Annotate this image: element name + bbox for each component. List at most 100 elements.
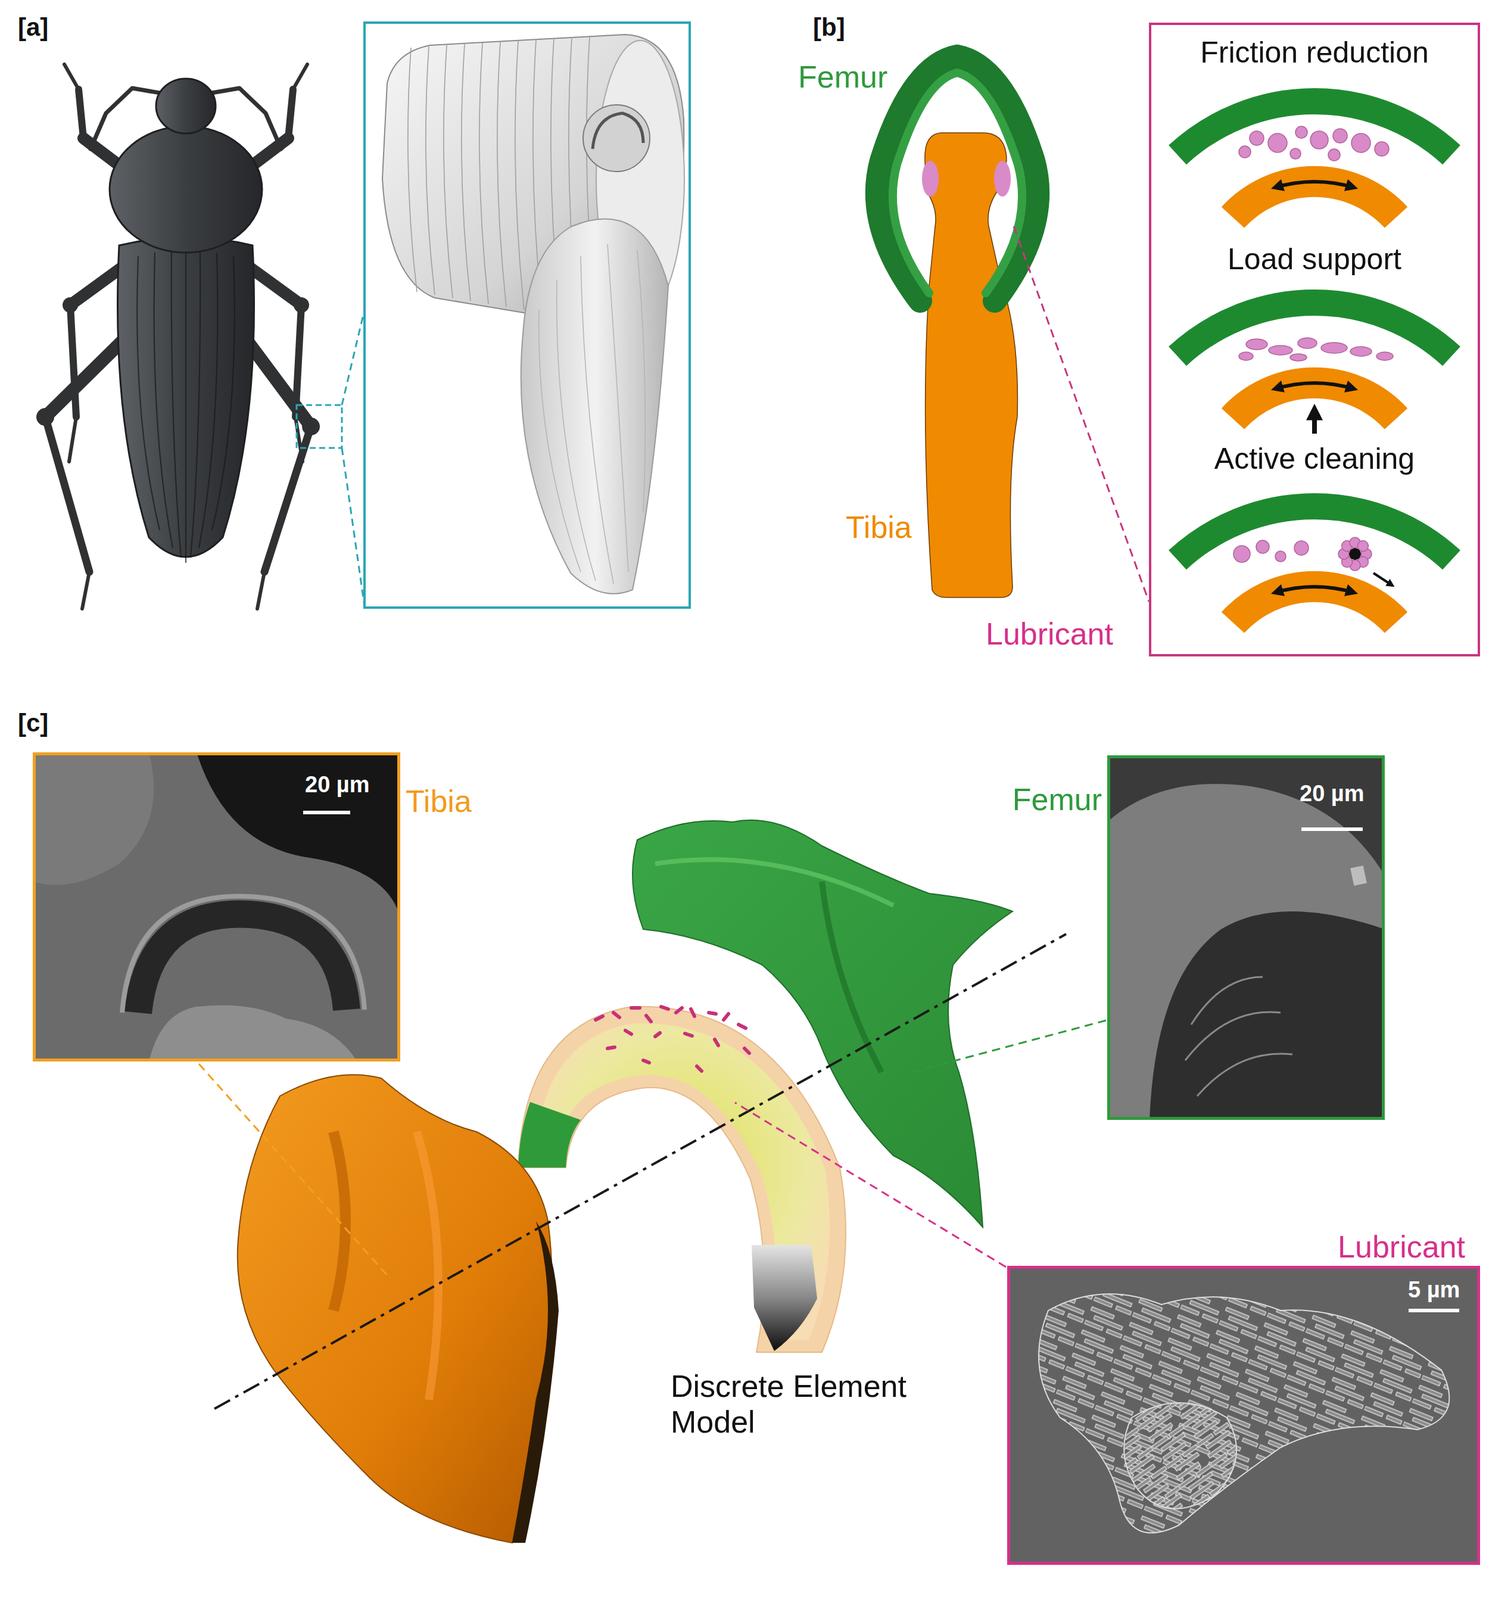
scale-bar-label: 20 µm [304, 771, 370, 799]
lubricant-particle [1245, 338, 1268, 350]
model-3d [198, 820, 1107, 1543]
barrel-ridge [425, 46, 435, 295]
sem-texture [1185, 976, 1293, 1096]
lubricant-particle [1275, 550, 1286, 562]
rotation-axis [214, 933, 1067, 1409]
zoom-leader [1013, 226, 1149, 602]
barrel-ridge [407, 47, 417, 292]
beetle-illustration [36, 64, 365, 609]
zoom-leader [341, 447, 365, 607]
sem-background [1107, 755, 1385, 1120]
part-label: Lubricant [985, 616, 1114, 653]
shaft-ridge [580, 256, 614, 584]
sem-surface [32, 752, 154, 886]
shaft-ridge [637, 250, 646, 513]
panel-letter: [c] [17, 708, 49, 738]
joint-socket [583, 104, 650, 172]
femur-arc [1177, 506, 1452, 560]
mechanism-panel: Friction reductionLoad supportActive cle… [1148, 22, 1481, 657]
tibia-ridge [416, 1131, 439, 1400]
sem-debris [148, 1005, 358, 1062]
beetle-knee [293, 297, 310, 313]
beetle-leg [45, 416, 90, 572]
lubricant-particle [1290, 148, 1301, 160]
beetle-leg [78, 89, 84, 139]
dome-femur-part [518, 1101, 581, 1168]
elytra-stria [212, 256, 235, 531]
sem-inset: Femur20 µm [1107, 755, 1385, 1120]
sliding-arrow [1274, 586, 1355, 593]
lubricant-particle [1249, 131, 1264, 146]
lubricant-particle [1268, 345, 1293, 355]
beetle-leg [82, 571, 90, 609]
schematic-femur-inner [892, 72, 1023, 294]
barrel-ridge [479, 42, 489, 304]
mechanism-diagrams [1177, 101, 1452, 623]
sem-debris [1350, 865, 1367, 886]
schematic-tibia [924, 132, 1018, 598]
lubricant-particle [1295, 126, 1308, 139]
lubricant-particle [1351, 133, 1371, 153]
shaft-ridge [539, 309, 581, 572]
scale-bar-label: 5 µm [1407, 1276, 1460, 1304]
femur-highlight [655, 859, 894, 906]
model-label: Discrete Element Model [670, 1368, 927, 1441]
joint-socket-rim [592, 113, 644, 149]
lubricant-particle [1268, 133, 1288, 153]
lubricant-particle [1238, 145, 1251, 158]
lubricant-particle [1290, 353, 1307, 361]
load-arrow [1312, 408, 1317, 434]
beetle-knee [301, 417, 320, 436]
scale-bar-label: 20 µm [1299, 780, 1365, 808]
dome-particles [595, 1006, 750, 1071]
shaft-ridge [607, 244, 629, 572]
lubricant-particle [1357, 540, 1369, 552]
lubricant-particle [1294, 540, 1309, 556]
lubricant-particle [1233, 545, 1251, 563]
beetle-head [156, 78, 216, 134]
lubricant-cluster [1123, 1402, 1237, 1509]
sem-inset: Lubricant5 µm [1007, 1265, 1481, 1565]
sem-background [32, 752, 401, 1062]
sem-background [1007, 1265, 1481, 1565]
lubricant-particle [1332, 128, 1348, 143]
zoom-leader [341, 309, 365, 406]
barrel-ridge [461, 44, 471, 301]
dem-bar [751, 1244, 818, 1351]
beetle-leg [288, 89, 294, 139]
sem-tibia [32, 752, 401, 1062]
barrel-ridge [497, 41, 507, 307]
barrel-ridge [515, 40, 525, 310]
beetle-pronotum [109, 126, 263, 253]
lubricant-particle [1297, 337, 1317, 349]
sem-groove [138, 913, 347, 1013]
lubricant-particle [1321, 342, 1348, 354]
scale-bar [303, 810, 351, 815]
debris-particle [1349, 547, 1361, 560]
joint-schematic [877, 56, 1149, 602]
tibia-edge [512, 1220, 559, 1543]
mechanism-title: Load support [1227, 242, 1402, 277]
zoom-leader [734, 1102, 1006, 1267]
mechanism-title: Active cleaning [1214, 441, 1415, 477]
sliding-arrow [1274, 382, 1355, 389]
lubricant-particle [1374, 141, 1389, 157]
lubricant-particle [1256, 540, 1270, 554]
lubricant-particle [1238, 351, 1254, 361]
elytra-stria [154, 252, 173, 548]
part-label: Lubricant [1337, 1229, 1466, 1266]
sem-surface [1107, 783, 1385, 1120]
beetle-leg [69, 416, 77, 462]
barrel-ridge [443, 45, 453, 298]
schematic-femur [877, 56, 1038, 301]
part-label: Femur [798, 59, 888, 96]
zoom-leader [198, 1063, 388, 1276]
lubricant-particle [1376, 351, 1394, 361]
dome-shell [518, 1006, 846, 1353]
sem-cavity [1149, 911, 1385, 1120]
tibia-arc [1232, 586, 1397, 623]
removal-arrow [1373, 572, 1393, 586]
beetle-knee [36, 407, 55, 426]
